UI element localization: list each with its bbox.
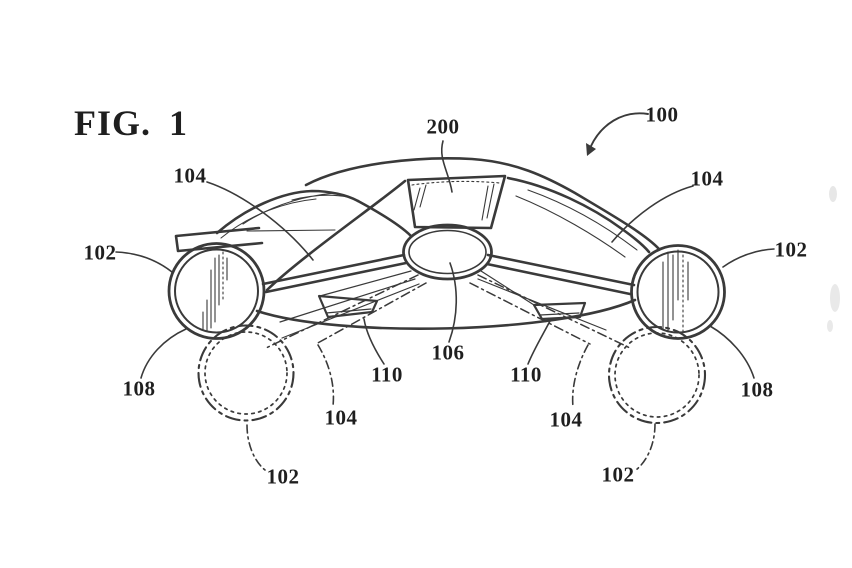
leader-108-right [709, 325, 755, 379]
ref-label-104-bottom-right: 104 [549, 407, 583, 432]
support-arms [279, 270, 607, 339]
leader-104-top-left [206, 181, 314, 261]
ghost-wheel-left [197, 324, 295, 422]
left-wing-hatch [242, 192, 349, 225]
leader-110-left [363, 318, 385, 365]
center-rotor-outer [402, 223, 493, 281]
ref-label-108-right: 108 [740, 377, 774, 402]
left-wing-leading-edge [265, 179, 407, 292]
right-arm-line-2 [477, 278, 607, 331]
center-rotor-inner [408, 229, 487, 275]
ref-label-106: 106 [431, 340, 465, 365]
right-arm-line-1 [480, 270, 535, 306]
leader-106 [448, 262, 458, 343]
ref-label-200: 200 [426, 114, 460, 139]
leader-102-left [115, 251, 173, 273]
ref-label-102-right: 102 [774, 237, 808, 262]
left-spar-top [261, 253, 406, 286]
ref-label-104-top-right: 104 [690, 166, 724, 191]
arrow-100-curve [590, 112, 649, 147]
left-arm-line-1 [319, 270, 412, 297]
scan-noise [827, 186, 840, 332]
ghost-wheel-left-outer [197, 324, 295, 422]
canopy-hatch [413, 183, 495, 221]
ghost-wheel-left-inner [204, 331, 288, 415]
left-window-line [246, 229, 336, 232]
leader-200 [441, 140, 453, 193]
ref-label-110-left: 110 [371, 362, 403, 387]
left-fan-blade-hatch [202, 254, 228, 332]
left-fold-line-1 [265, 274, 419, 349]
left-arm-line-2 [279, 278, 416, 323]
ref-label-110-right: 110 [510, 362, 542, 387]
right-duct-fan [630, 244, 726, 340]
phantom-leader-lines [246, 344, 656, 471]
figure-title: FIG. 1 [74, 102, 188, 144]
leader-102-right [722, 248, 775, 268]
ref-label-100: 100 [645, 102, 679, 127]
right-fan-blade-hatch [662, 249, 689, 333]
right-fold-line-1 [477, 274, 631, 349]
figure-title-prefix: FIG. [74, 103, 152, 143]
leader-104-top-right [611, 185, 694, 243]
roof-arc [304, 157, 661, 251]
leader-104-bottom-left [317, 344, 335, 407]
right-spar-bottom [485, 262, 632, 296]
flap-right-outline [532, 301, 587, 321]
leader-110-right [527, 318, 552, 365]
leader-108-left [140, 328, 187, 379]
ref-label-102-bottom-left: 102 [266, 464, 300, 489]
ref-label-102-left: 102 [83, 240, 117, 265]
leader-102-bottom-left [246, 424, 266, 471]
flap-left [317, 294, 379, 319]
ghost-wheel-right-outer [607, 325, 707, 425]
vehicle-reference-arrow [586, 112, 649, 156]
right-wing-lower-edge [506, 176, 651, 254]
left-duct-ring-inner [174, 248, 259, 334]
canopy-outline [406, 174, 507, 230]
fold-phantom-lines [265, 274, 631, 349]
ref-label-108-left: 108 [122, 376, 156, 401]
center-rotor [402, 223, 493, 281]
leader-lines [115, 140, 775, 379]
left-duct-ring-outer [167, 242, 266, 340]
right-fold-line-2 [469, 282, 591, 345]
ghost-wheel-right [607, 325, 707, 425]
body-detail-lines [220, 189, 638, 258]
left-arm-line-3 [281, 283, 420, 339]
left-fold-line-2 [315, 282, 427, 345]
ref-label-104-top-left: 104 [173, 163, 207, 188]
under-body-curve [255, 298, 637, 331]
canopy-top-dotted [411, 180, 501, 186]
ref-label-104-bottom-left: 104 [324, 405, 358, 430]
arrow-100-head [586, 143, 596, 156]
leader-102-bottom-right [635, 423, 656, 471]
canopy [406, 174, 507, 230]
left-duct-fan [167, 242, 266, 340]
ghost-wheel-right-inner [614, 332, 700, 418]
flap-left-outline [317, 294, 379, 319]
left-shoulder-line [356, 199, 413, 238]
left-spar-bottom [264, 261, 408, 294]
figure-title-number: 1 [169, 103, 189, 143]
ref-label-102-bottom-right: 102 [601, 462, 635, 487]
right-spar-top [486, 253, 636, 287]
left-wing-top-edge [215, 189, 360, 235]
right-wing-hatch [515, 189, 638, 258]
flap-left-lip [325, 308, 372, 314]
leader-104-bottom-right [571, 344, 589, 408]
